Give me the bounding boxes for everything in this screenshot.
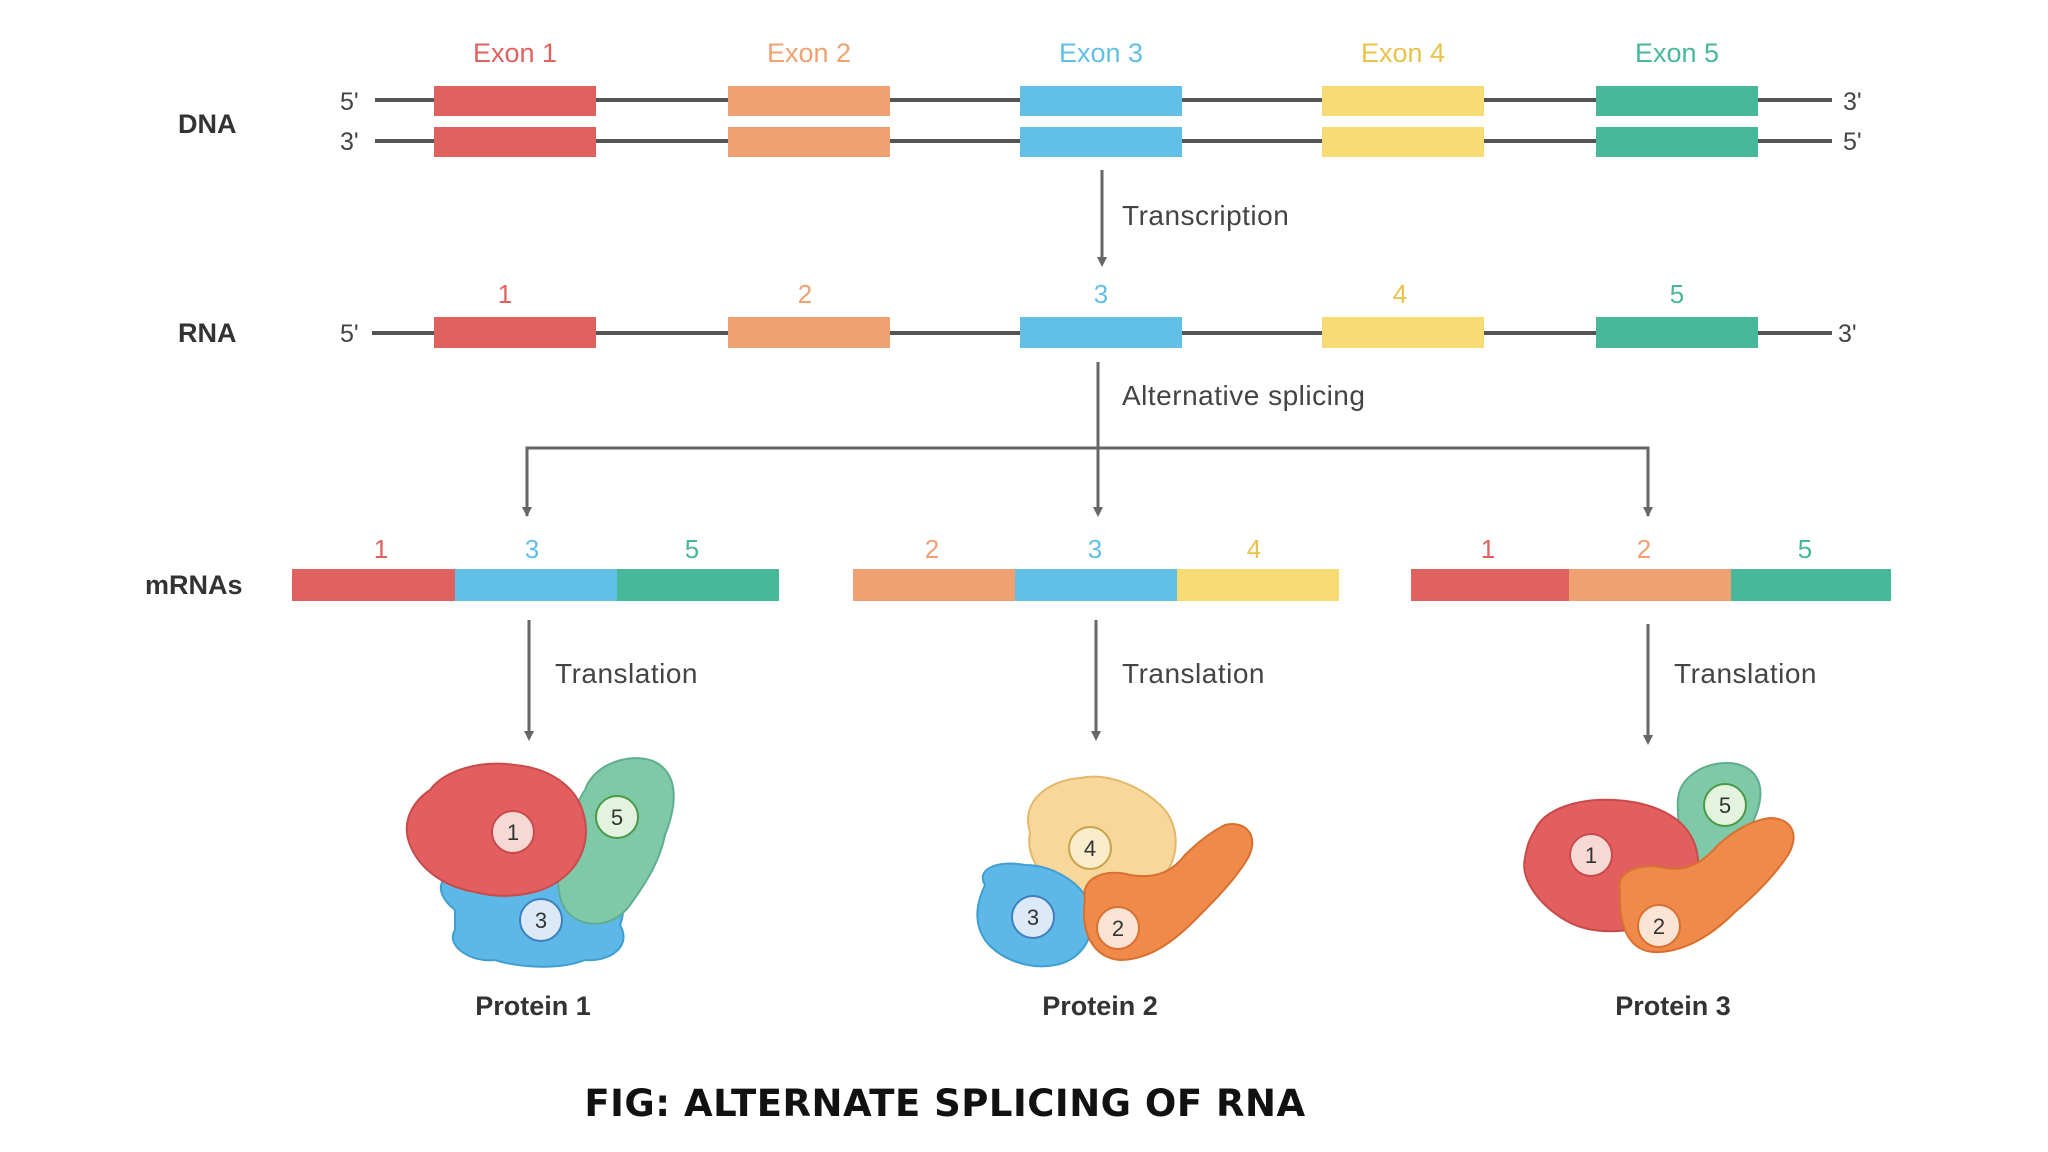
mrna-3-number-3: 5 xyxy=(1798,534,1812,564)
dna-top-left-end: 5' xyxy=(340,88,359,116)
mrna-3-number-2: 2 xyxy=(1637,534,1651,564)
dna-bottom-left-end: 3' xyxy=(340,128,359,156)
protein-2-label: Protein 2 xyxy=(1042,991,1158,1021)
dna-exon-2-bottom xyxy=(728,127,890,157)
rna-exon-number-5: 5 xyxy=(1670,279,1684,309)
protein-3-badge-5 xyxy=(1703,783,1747,827)
mrna-1-number-3: 5 xyxy=(685,534,699,564)
dna-exon-4-bottom xyxy=(1322,127,1484,157)
mrna-1-segment-2 xyxy=(455,569,617,601)
protein-2-badge-3-text: 3 xyxy=(1027,905,1039,930)
rna-exon-2 xyxy=(728,317,890,348)
dna-section: DNA 5' 3' 3' 5' Exon 1 Exon 2 Exon 3 Exo… xyxy=(178,38,1862,157)
protein-3-badge-2-text: 2 xyxy=(1653,914,1665,939)
exon-title-1: Exon 1 xyxy=(473,38,557,68)
mrna-2-segment-1 xyxy=(853,569,1015,601)
protein-2-badge-4-text: 4 xyxy=(1084,836,1096,861)
protein-1-badge-3-text: 3 xyxy=(535,908,547,933)
protein-3-badge-1 xyxy=(1569,833,1613,877)
protein-3-badge-2 xyxy=(1637,904,1681,948)
protein-3: 5 1 2 Protein 3 xyxy=(1523,761,1795,1021)
rna-exon-4 xyxy=(1322,317,1484,348)
exon-title-2: Exon 2 xyxy=(767,38,851,68)
mrnas-section: mRNAs 1 3 5 2 3 4 1 2 5 xyxy=(145,534,1891,601)
translation-label-2: Translation xyxy=(1122,658,1265,689)
mrna-1-number-2: 3 xyxy=(525,534,539,564)
protein-1-badge-5-text: 5 xyxy=(611,805,623,830)
mrna-2-number-3: 4 xyxy=(1247,534,1261,564)
dna-row-label: DNA xyxy=(178,109,237,139)
mrna-1-segment-1 xyxy=(292,569,455,601)
splicing-branch-bar xyxy=(525,446,1650,516)
dna-exon-2-top xyxy=(728,86,890,116)
protein-1-badge-1 xyxy=(491,810,535,854)
dna-exon-1-top xyxy=(434,86,596,116)
dna-exon-3-top xyxy=(1020,86,1182,116)
rna-exon-number-4: 4 xyxy=(1393,279,1407,309)
dna-bottom-right-end: 5' xyxy=(1843,128,1862,156)
dna-exon-5-bottom xyxy=(1596,127,1758,157)
mrna-3-segment-2 xyxy=(1569,569,1731,601)
rna-left-end: 5' xyxy=(340,320,359,348)
protein-1-badge-3 xyxy=(519,898,563,942)
dna-top-right-end: 3' xyxy=(1843,88,1862,116)
figure-caption: FIG: ALTERNATE SPLICING OF RNA xyxy=(584,1082,1306,1125)
rna-exon-number-2: 2 xyxy=(798,279,812,309)
rna-row-label: RNA xyxy=(178,318,237,348)
rna-exon-1 xyxy=(434,317,596,348)
protein-1-label: Protein 1 xyxy=(475,991,591,1021)
mrna-2-segment-3 xyxy=(1177,569,1339,601)
mrnas-row-label: mRNAs xyxy=(145,570,243,600)
dna-exon-4-top xyxy=(1322,86,1484,116)
rna-right-end: 3' xyxy=(1838,320,1857,348)
transcription-label: Transcription xyxy=(1122,200,1289,231)
protein-1-badge-1-text: 1 xyxy=(507,820,519,845)
alternative-splicing-label: Alternative splicing xyxy=(1122,380,1365,411)
mrna-3-segment-1 xyxy=(1411,569,1569,601)
mrna-2-number-1: 2 xyxy=(925,534,939,564)
mrna-1-segment-3 xyxy=(617,569,779,601)
mrna-3-segment-3 xyxy=(1731,569,1891,601)
mrna-2-number-2: 3 xyxy=(1088,534,1102,564)
rna-exon-3 xyxy=(1020,317,1182,348)
protein-3-badge-5-text: 5 xyxy=(1719,793,1731,818)
rna-exon-5 xyxy=(1596,317,1758,348)
dna-exon-5-top xyxy=(1596,86,1758,116)
exon-title-4: Exon 4 xyxy=(1361,38,1445,68)
protein-1: 1 5 3 Protein 1 xyxy=(405,757,675,1021)
protein-2: 4 3 2 Protein 2 xyxy=(976,775,1254,1021)
mrna-2-segment-2 xyxy=(1015,569,1177,601)
protein-3-badge-1-text: 1 xyxy=(1585,843,1597,868)
protein-2-badge-2 xyxy=(1096,906,1140,950)
dna-exon-3-bottom xyxy=(1020,127,1182,157)
protein-2-badge-2-text: 2 xyxy=(1112,916,1124,941)
protein-1-badge-5 xyxy=(595,795,639,839)
protein-2-badge-3 xyxy=(1011,895,1055,939)
protein-2-badge-4 xyxy=(1068,826,1112,870)
translation-label-3: Translation xyxy=(1674,658,1817,689)
splicing-arrows xyxy=(522,362,1653,517)
mrna-3-number-1: 1 xyxy=(1481,534,1495,564)
exon-title-3: Exon 3 xyxy=(1059,38,1143,68)
protein-3-label: Protein 3 xyxy=(1615,991,1731,1021)
rna-section: RNA 5' 3' 1 2 3 4 5 xyxy=(178,279,1857,348)
rna-exon-number-3: 3 xyxy=(1094,279,1108,309)
dna-exon-1-bottom xyxy=(434,127,596,157)
exon-title-5: Exon 5 xyxy=(1635,38,1719,68)
rna-exon-number-1: 1 xyxy=(498,279,512,309)
translation-label-1: Translation xyxy=(555,658,698,689)
mrna-1-number-1: 1 xyxy=(374,534,388,564)
